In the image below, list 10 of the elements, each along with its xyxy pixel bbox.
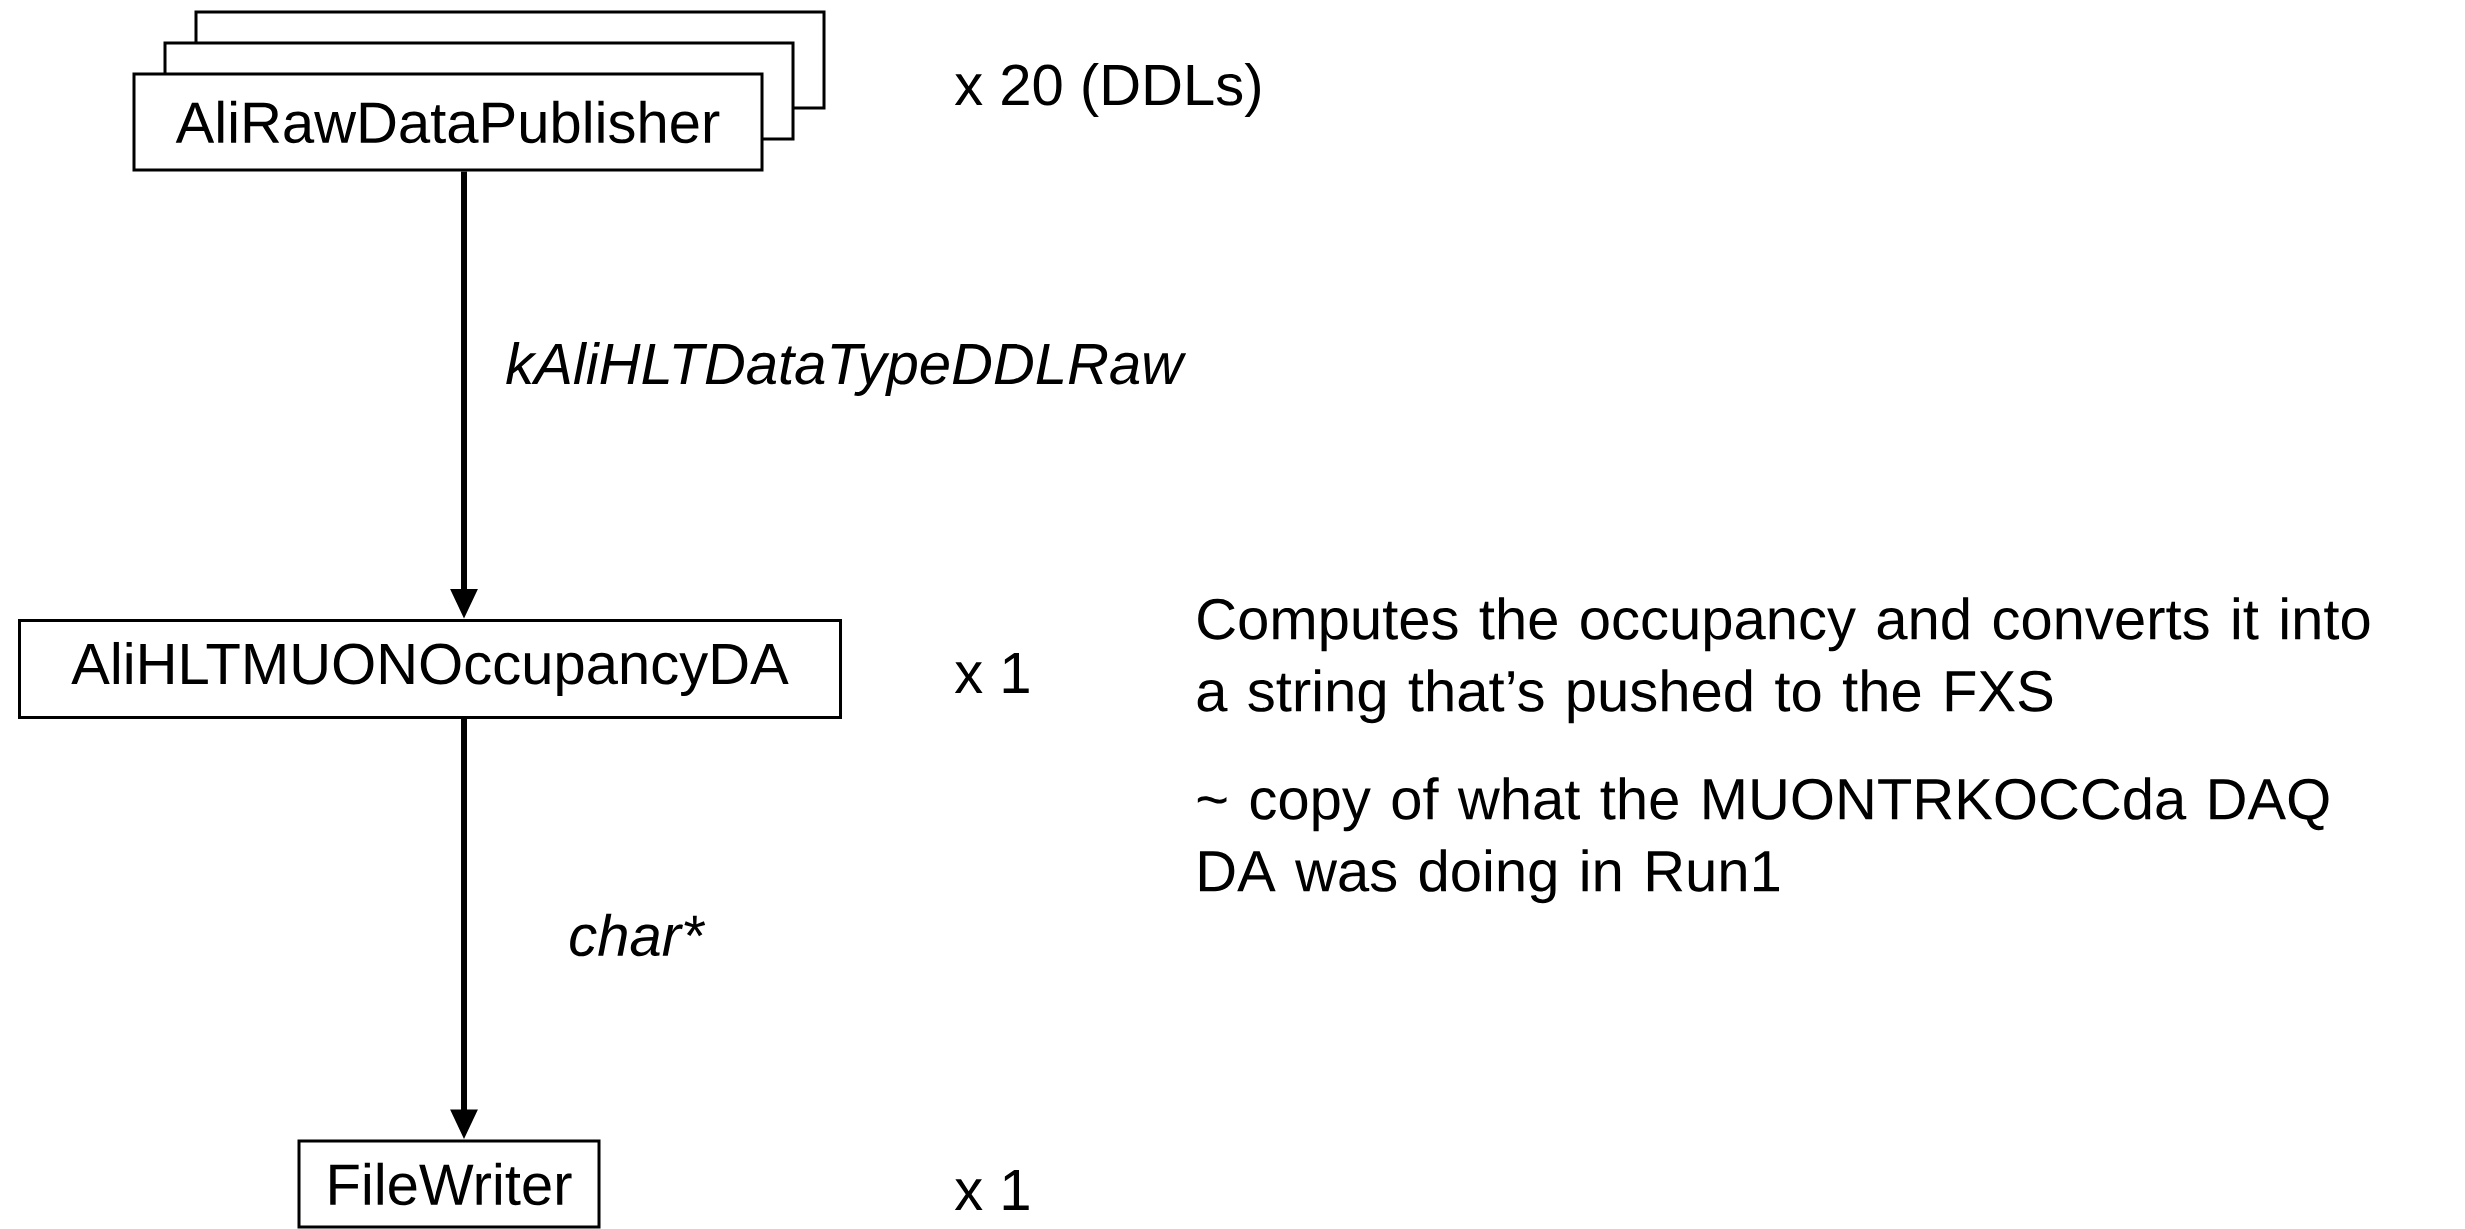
count-label: x 1 bbox=[954, 1170, 1029, 1210]
process-box: AliHLTMUONOccupancyDA bbox=[18, 619, 842, 719]
stacked-box: AliRawDataPublisher bbox=[132, 10, 826, 172]
edge-label: kAliHLTDataTypeDDLRaw bbox=[503, 339, 1187, 398]
note-text: Computes the occupancy and converts it into a string that’s pushed to the FXS bbox=[1197, 597, 2370, 724]
count-label: x 1 bbox=[954, 653, 1029, 693]
count-label: x 20 (DDLs) bbox=[954, 62, 1260, 117]
process-box: FileWriter bbox=[297, 1139, 601, 1229]
note-text: ~ copy of what the MUONTRKOCCda DAQ DA was doing in Run1 bbox=[1197, 777, 2329, 904]
edge-label: char* bbox=[566, 911, 706, 959]
